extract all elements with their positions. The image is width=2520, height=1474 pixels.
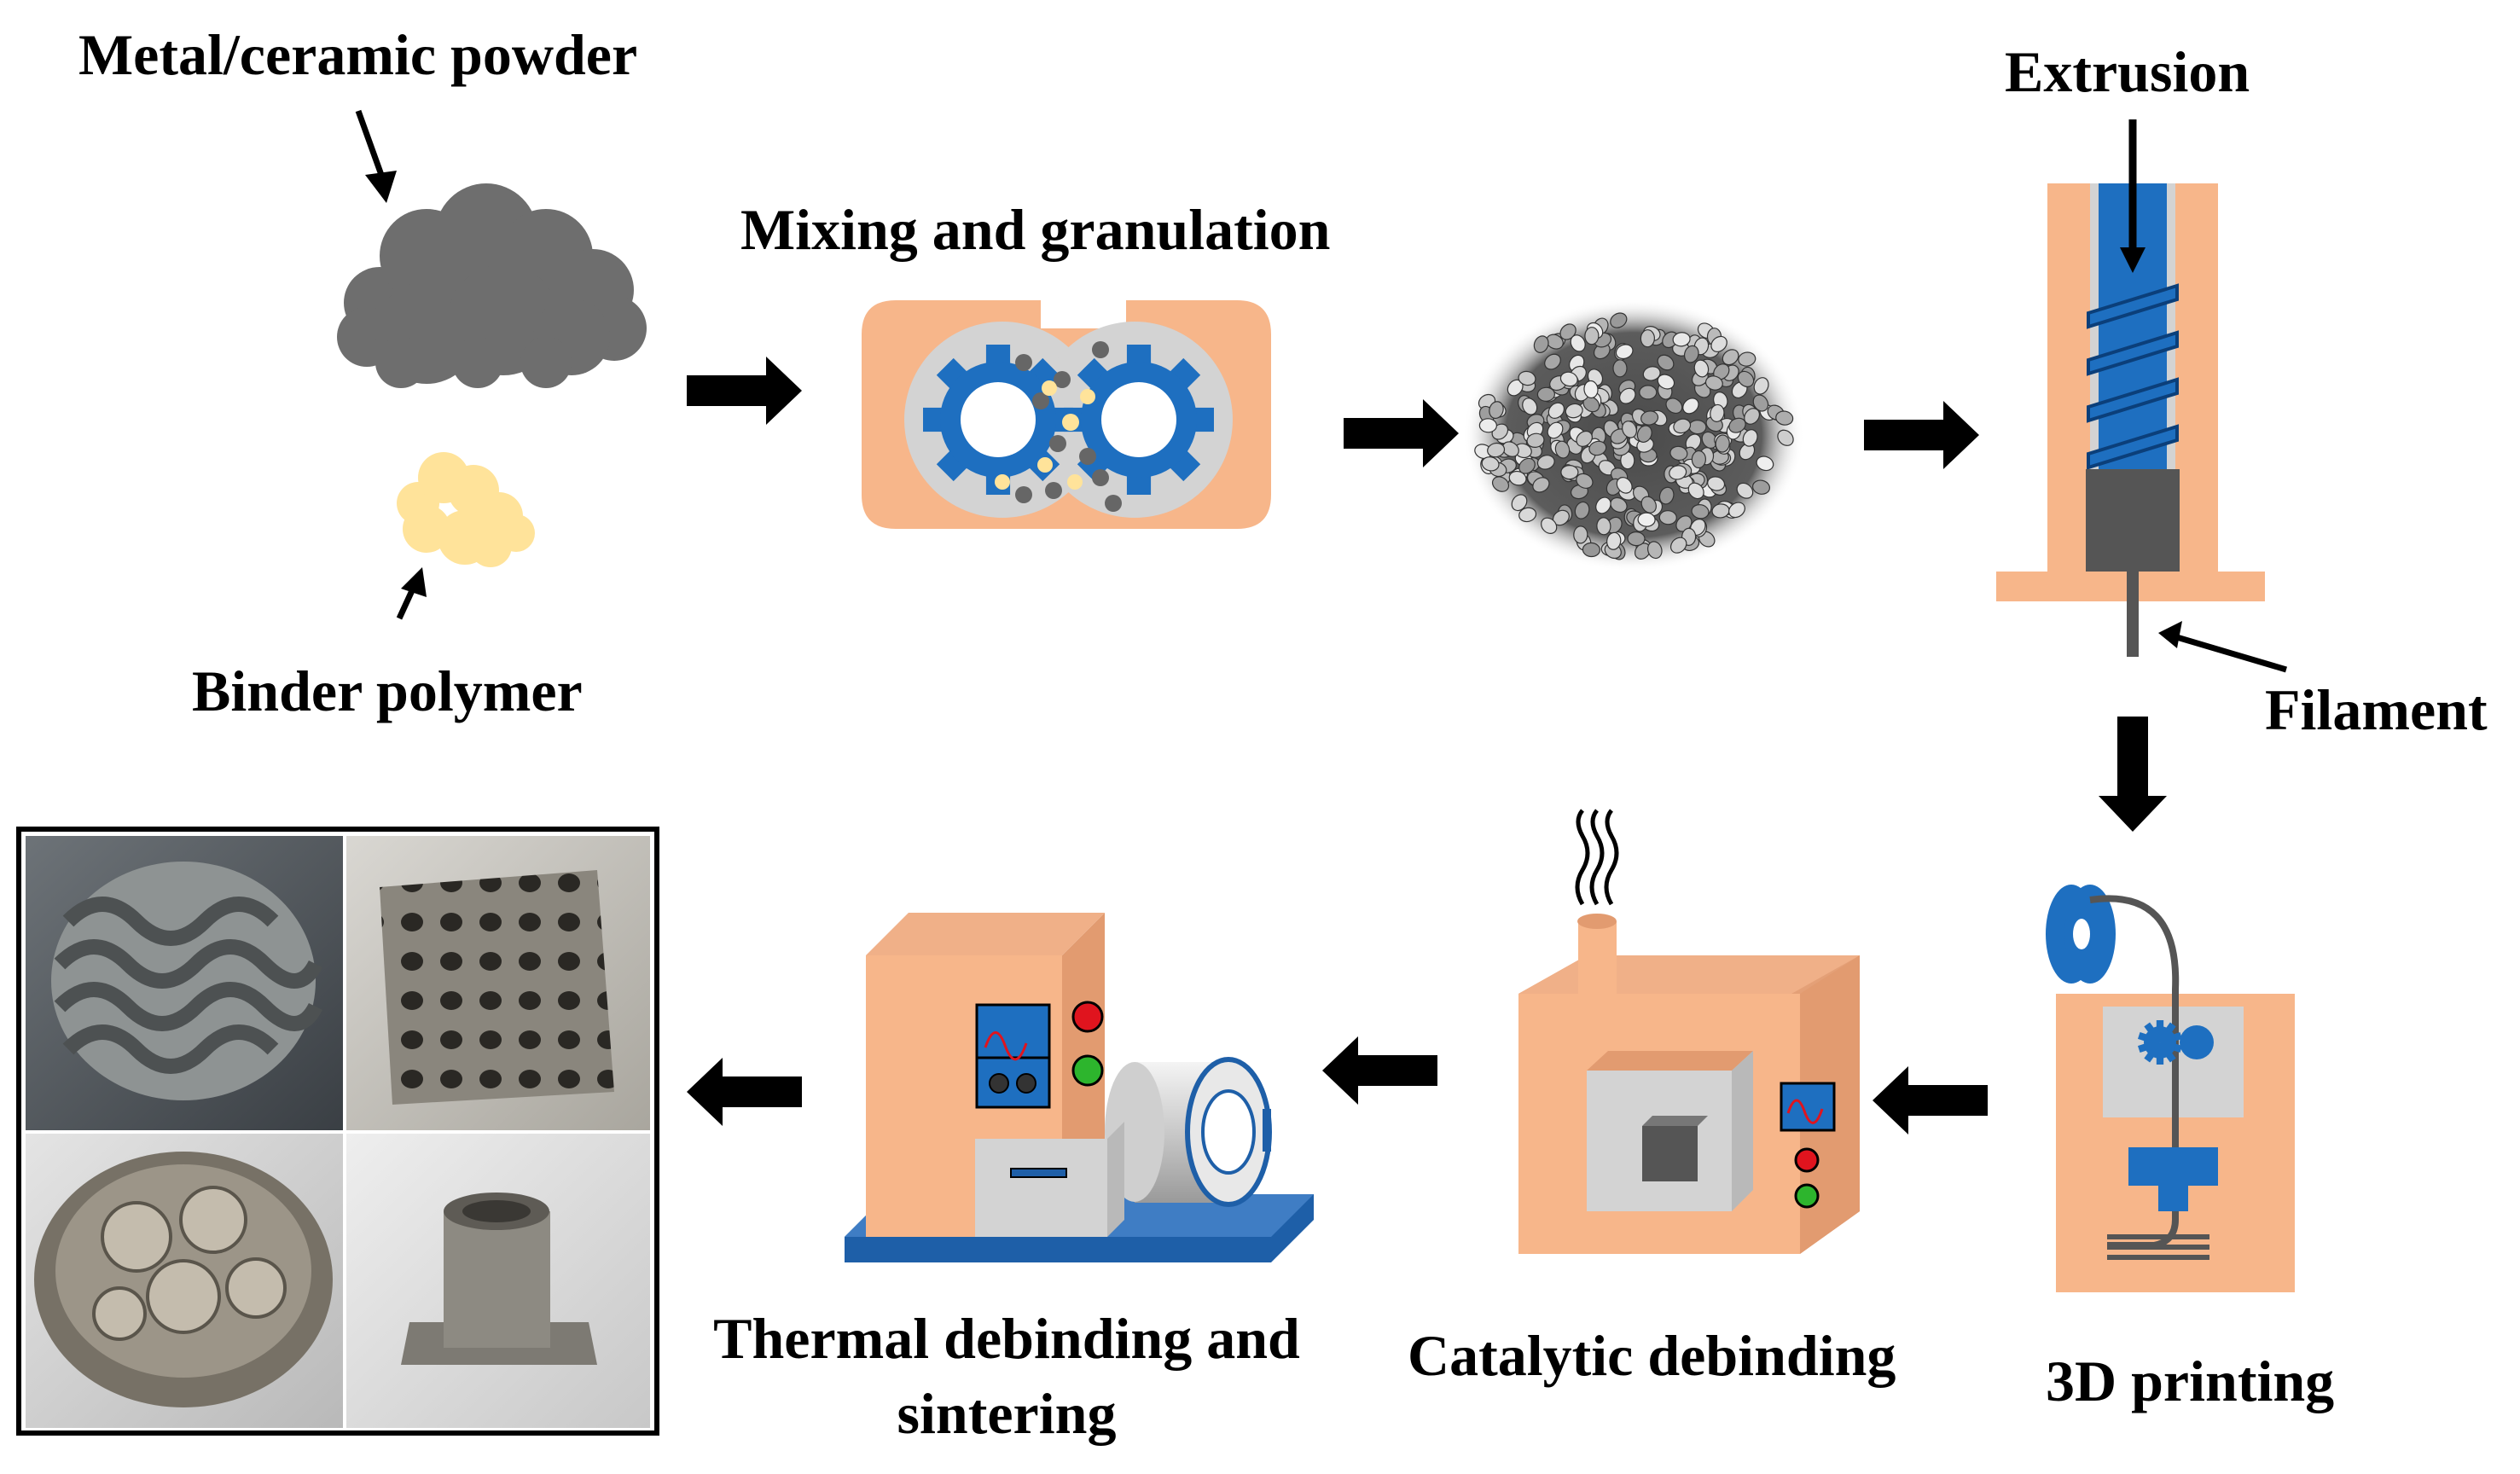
extrusion-force-arrow	[2120, 119, 2145, 273]
metal-powder-cloud	[337, 183, 647, 388]
sintering-furnace	[845, 913, 1314, 1262]
arrow-icon-to-printing	[2099, 717, 2167, 832]
thermal-label: Thermal debinding and sintering	[691, 1309, 1322, 1442]
printing-label: 3D printing	[2046, 1349, 2335, 1413]
arrow-icon-to-extrusion	[1864, 401, 1979, 469]
powder-pointer-arrow	[355, 109, 397, 203]
mixing-label: Mixing and granulation	[740, 197, 1331, 262]
arrow-icon-to-parts	[687, 1058, 802, 1126]
smoke-icon	[1575, 809, 1619, 906]
3d-printer	[2046, 885, 2295, 1292]
filament-spool-icon	[2046, 885, 2116, 984]
filament-label: Filament	[2265, 677, 2488, 742]
thermal-label-line-2: sintering	[897, 1381, 1117, 1446]
extruder	[1996, 119, 2287, 673]
arrow-icon-to-pellets	[1344, 399, 1459, 467]
binder-label: Binder polymer	[192, 659, 583, 723]
powder-label: Metal/ceramic powder	[78, 22, 638, 87]
arrow-icon-to-sintering	[1322, 1036, 1437, 1105]
mixing-chamber	[862, 300, 1271, 529]
catalytic-label: Catalytic debinding	[1408, 1323, 1896, 1388]
extrusion-label: Extrusion	[2005, 39, 2250, 104]
process-arrows	[687, 357, 2167, 1135]
printed-layers	[2107, 1234, 2209, 1260]
thermal-label-line-1: Thermal debinding and	[713, 1306, 1300, 1371]
waveform-display-icon	[984, 1031, 1028, 1061]
binder-pointer-arrow	[396, 567, 427, 620]
printer-gear-icon	[2137, 1020, 2183, 1065]
binder-polymer-cloud	[397, 452, 535, 567]
catalytic-furnace	[1518, 809, 1860, 1254]
right-gear-icon	[1064, 345, 1214, 495]
mixing-particles	[995, 341, 1122, 512]
waveform-display-icon	[1786, 1099, 1824, 1124]
screw-icon	[2087, 283, 2179, 470]
sintered-parts-photo-panel	[16, 827, 659, 1436]
left-gear-icon	[923, 345, 1073, 495]
arrow-icon-to-mixing	[687, 357, 802, 425]
granulated-pellets	[1463, 299, 1804, 572]
arrow-icon-to-catalytic	[1873, 1066, 1988, 1135]
filament-pointer-arrow	[2158, 621, 2287, 673]
